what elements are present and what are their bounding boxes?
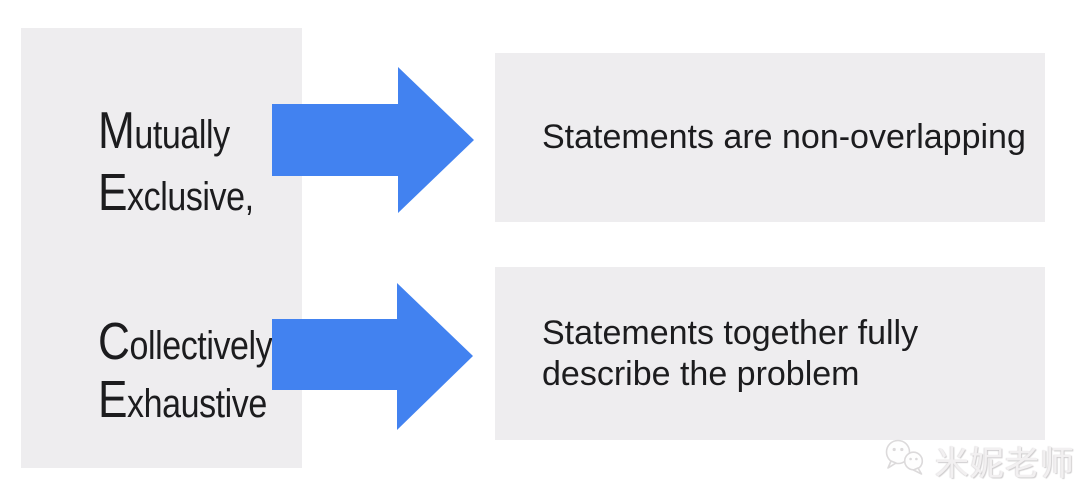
term-initial: C (98, 313, 130, 371)
definition-text-line2: describe the problem (542, 354, 860, 393)
term-rest: xhaustive (127, 382, 267, 426)
right-arrow-icon-top (272, 67, 474, 213)
definition-box-collectively-exhaustive: Statements together fully describe the p… (495, 267, 1045, 440)
term-rest: ollectively (129, 324, 273, 368)
term-initial: M (98, 102, 135, 160)
watermark-text: 米妮老师 (935, 445, 1075, 483)
definition-text-line1: Statements together fully (542, 313, 919, 352)
term-initial: E (98, 371, 128, 429)
term-collectively: Collectively (98, 313, 273, 373)
wechat-icon (885, 439, 924, 475)
term-rest: utually (134, 113, 230, 157)
definition-box-mutually-exclusive: Statements are non-overlapping (495, 53, 1045, 222)
right-arrow-icon-bottom (272, 283, 473, 430)
term-exclusive: Exclusive, (98, 164, 254, 224)
term-exhaustive: Exhaustive (98, 371, 267, 431)
term-initial: E (98, 164, 128, 222)
definition-text: Statements are non-overlapping (542, 118, 1026, 156)
watermark: 米妮老师 (882, 436, 1075, 485)
term-mutually: Mutually (98, 102, 230, 162)
mece-terms-panel: Mutually Exclusive, Collectively Exhaust… (21, 28, 302, 468)
term-rest: xclusive, (127, 175, 254, 219)
